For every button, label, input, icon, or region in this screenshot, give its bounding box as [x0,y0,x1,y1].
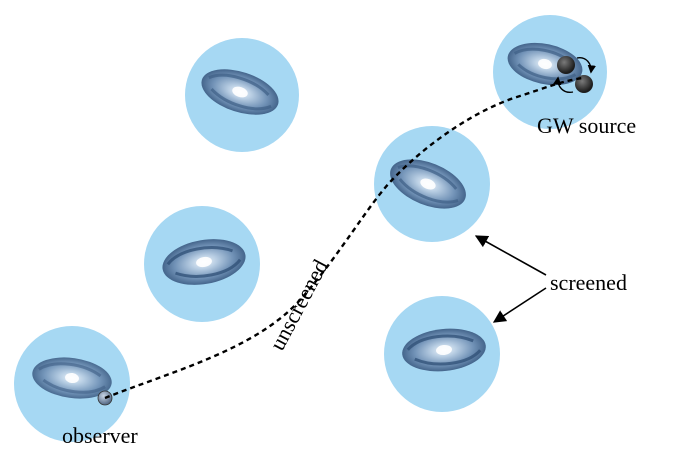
galaxy-halo-screened-upper [374,126,490,242]
spiral-galaxy-icon [402,328,486,372]
screened-arrow-lower [492,287,547,323]
observer-halo [14,326,130,442]
spiral-galaxy-icon [162,239,246,285]
spiral-galaxy-icon [201,69,279,115]
spiral-galaxy-icon [390,159,466,209]
galaxy-halo [185,38,299,152]
spiral-galaxy-icon [32,357,112,399]
gw-source-label: GW source [537,113,636,138]
screened-label: screened [550,270,627,295]
observer-label: observer [62,423,138,448]
galaxy-halo-screened-lower [384,296,500,412]
gw-source-halo [493,15,607,129]
galaxy-halo [144,206,260,322]
unscreened-label: unscreened [264,255,333,354]
screened-arrow-upper [474,235,547,276]
